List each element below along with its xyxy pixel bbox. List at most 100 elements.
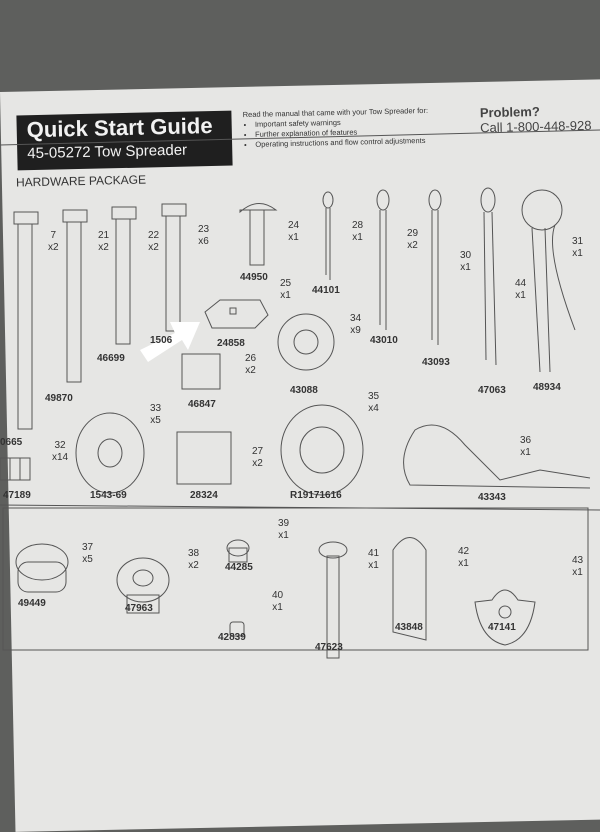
hitch-pin-clip-icon (403, 424, 591, 489)
part-number: 47189 (3, 490, 31, 501)
wing-nut-icon (474, 589, 536, 646)
callout-number: 39 (278, 518, 290, 529)
callout-number: 41 (368, 548, 380, 559)
callout-number: 33 (150, 403, 162, 414)
cotter-pin-icon (376, 189, 390, 330)
part-quantity: x2 (48, 242, 59, 253)
key-icon (392, 537, 427, 641)
callout-number: 21 (98, 230, 110, 241)
callout-number: 38 (188, 548, 200, 559)
part-quantity: x1 (458, 558, 469, 569)
part-number: 44950 (240, 272, 268, 283)
part-number: 49449 (18, 598, 46, 609)
callout-number: 28 (352, 220, 364, 231)
callout-number: 36 (520, 435, 532, 446)
clip-plate-icon (204, 299, 269, 329)
part-quantity: x5 (150, 415, 161, 426)
part-number: 43088 (290, 385, 318, 396)
callout-number: 29 (407, 228, 419, 239)
cotter-pin-icon (428, 189, 442, 345)
spacer-icon (176, 431, 232, 485)
part-quantity: x1 (278, 530, 289, 541)
clevis-pin-icon (318, 541, 348, 659)
part-number: 49870 (45, 393, 73, 404)
callout-number: 24 (288, 220, 300, 231)
bushing-icon (229, 621, 245, 637)
nut-icon (226, 539, 250, 563)
part-quantity: x2 (188, 560, 199, 571)
callout-number: 32 (54, 440, 66, 451)
part-number: 46847 (188, 399, 216, 410)
callout-number: 40 (272, 590, 284, 601)
callout-number: 31 (572, 236, 584, 247)
part-quantity: x1 (520, 447, 531, 458)
carriage-bolt-icon (239, 203, 278, 266)
part-quantity: x6 (198, 236, 209, 247)
callout-number: 34 (350, 313, 362, 324)
callout-number: 42 (458, 546, 470, 557)
part-quantity: x9 (350, 325, 361, 336)
callout-number: 30 (460, 250, 472, 261)
part-number: 43343 (478, 492, 506, 503)
part-quantity: x2 (98, 242, 109, 253)
washer-icon (280, 404, 364, 496)
bolt-icon (161, 203, 187, 332)
callout-number: 27 (252, 446, 264, 457)
part-number: 44285 (225, 562, 253, 573)
callout-number: 22 (148, 230, 160, 241)
part-quantity: x1 (288, 232, 299, 243)
bolt-icon (13, 211, 39, 430)
arrow-icon (140, 322, 200, 362)
callout-number: 26 (245, 353, 257, 364)
spacer-icon (181, 353, 221, 390)
part-number: 47623 (315, 642, 343, 653)
washer-icon (75, 412, 145, 494)
plug-icon (15, 543, 69, 593)
part-number: 1506 (150, 335, 173, 346)
part-quantity: x1 (280, 290, 291, 301)
part-quantity: x14 (52, 452, 69, 463)
r-clip-icon (521, 189, 576, 373)
part-number: 28324 (190, 490, 218, 501)
callout-number: 35 (368, 391, 380, 402)
part-quantity: x1 (572, 567, 583, 578)
part-quantity: x2 (245, 365, 256, 376)
part-quantity: x2 (407, 240, 418, 251)
part-number: 47141 (488, 622, 516, 633)
part-number: 47963 (125, 603, 153, 614)
part-number: 44101 (312, 285, 340, 296)
part-quantity: x1 (460, 262, 471, 273)
nut-icon (0, 457, 31, 481)
part-number: 24858 (217, 338, 245, 349)
callout-number: 7 (50, 230, 57, 241)
part-number: 47063 (478, 385, 506, 396)
part-quantity: x4 (368, 403, 379, 414)
part-number: 46699 (97, 353, 125, 364)
part-number: 43010 (370, 335, 398, 346)
lower-section-border (2, 507, 589, 651)
part-quantity: x1 (515, 290, 526, 301)
part-quantity: x1 (352, 232, 363, 243)
part-quantity: x1 (572, 248, 583, 259)
